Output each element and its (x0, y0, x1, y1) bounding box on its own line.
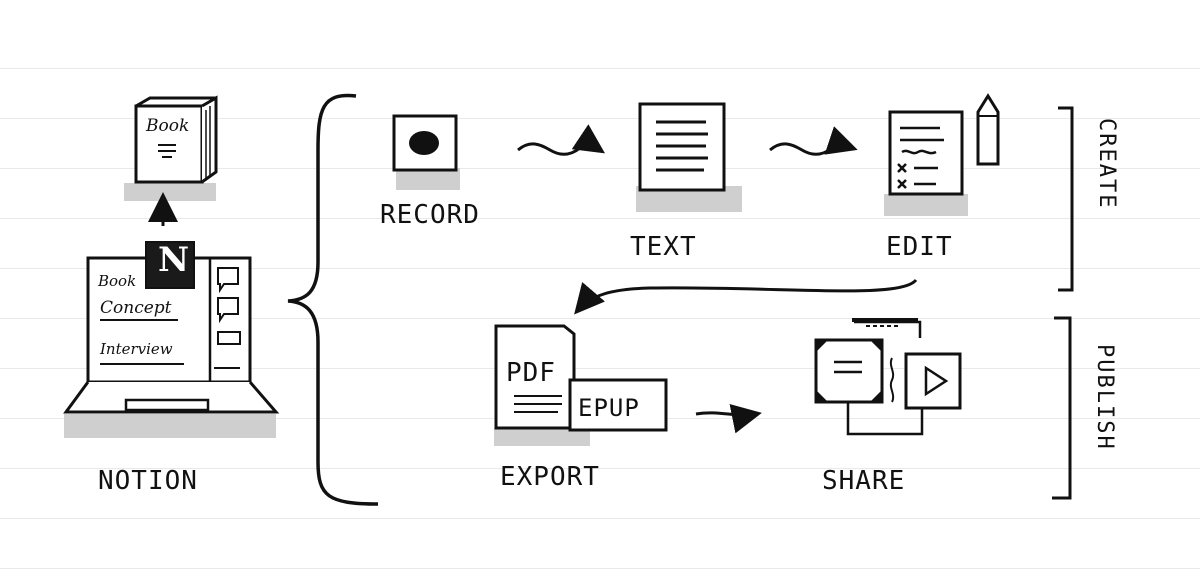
stage-label-edit: EDIT (886, 232, 953, 262)
group-label-create: CREATE (1094, 118, 1119, 210)
epub-document-icon (568, 378, 668, 432)
left-brace (287, 93, 379, 506)
laptop-note-book: Book (98, 272, 137, 290)
book-cover-label: Book (146, 116, 190, 136)
epub-label: EPUP (578, 394, 640, 422)
pdf-label: PDF (506, 358, 556, 388)
pencil-icon (976, 93, 1000, 166)
arrow-record-to-text (517, 124, 605, 156)
stage-label-text: TEXT (630, 232, 697, 262)
laptop-note-interview: Interview (100, 340, 173, 358)
group-label-publish: PUBLISH (1092, 344, 1117, 451)
record-icon (392, 114, 460, 190)
notion-logo-letter: N (158, 240, 190, 280)
share-devices-icon (814, 318, 962, 436)
stage-label-export: EXPORT (500, 462, 600, 492)
create-bracket (1058, 106, 1074, 292)
stage-label-record: RECORD (380, 200, 480, 230)
publish-bracket (1052, 316, 1072, 500)
arrow-edit-to-export (574, 278, 918, 315)
stage-label-share: SHARE (822, 466, 906, 496)
edit-document-icon (884, 110, 968, 216)
arrow-export-to-share (695, 403, 762, 434)
stage-label-notion: NOTION (98, 466, 198, 496)
arrow-text-to-edit (769, 126, 858, 156)
book-icon (124, 95, 218, 201)
notion-logo-icon (145, 241, 195, 289)
text-document-icon (636, 102, 742, 212)
laptop-note-concept: Concept (100, 298, 172, 318)
